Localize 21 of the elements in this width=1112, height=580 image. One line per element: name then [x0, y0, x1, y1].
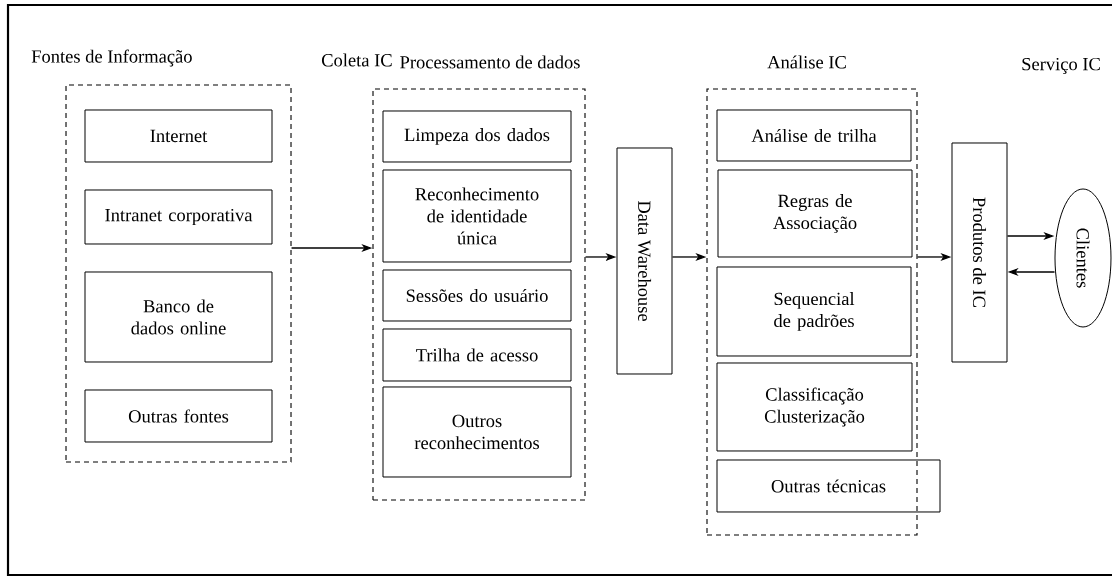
process-box: Trilha de acesso	[382, 328, 572, 382]
node-label: Análise IC	[767, 55, 846, 69]
process-box: Sequencial de padrões	[716, 266, 912, 357]
process-box: Reconhecimento de identidade única	[382, 169, 572, 263]
process-box: Intranet corporativa	[84, 189, 273, 245]
process-box: Sessões do usuário	[382, 269, 572, 322]
process-box: Outros reconhecimentos	[382, 386, 572, 478]
node-label: Processamento de dados	[400, 55, 580, 69]
process-box: Regras de Associação	[717, 169, 913, 258]
node-label: Fontes de Informação	[31, 49, 192, 67]
process-box: Limpeza dos dados	[382, 110, 572, 163]
stage-label: Serviço IC	[1022, 57, 1100, 75]
process-box: Outras fontes	[84, 389, 273, 443]
process-box: Internet	[84, 109, 273, 163]
process-box: Outras técnicas	[716, 459, 941, 513]
process-box: Banco de dados online	[84, 271, 273, 363]
vertical-box: Produtos de IC	[951, 142, 1008, 363]
process-box: Análise de trilha	[716, 109, 912, 162]
process-box: Classificação Clusterização	[716, 362, 913, 452]
vertical-box: Data Warehouse	[616, 147, 673, 375]
stage-label: Coleta IC	[321, 53, 392, 67]
